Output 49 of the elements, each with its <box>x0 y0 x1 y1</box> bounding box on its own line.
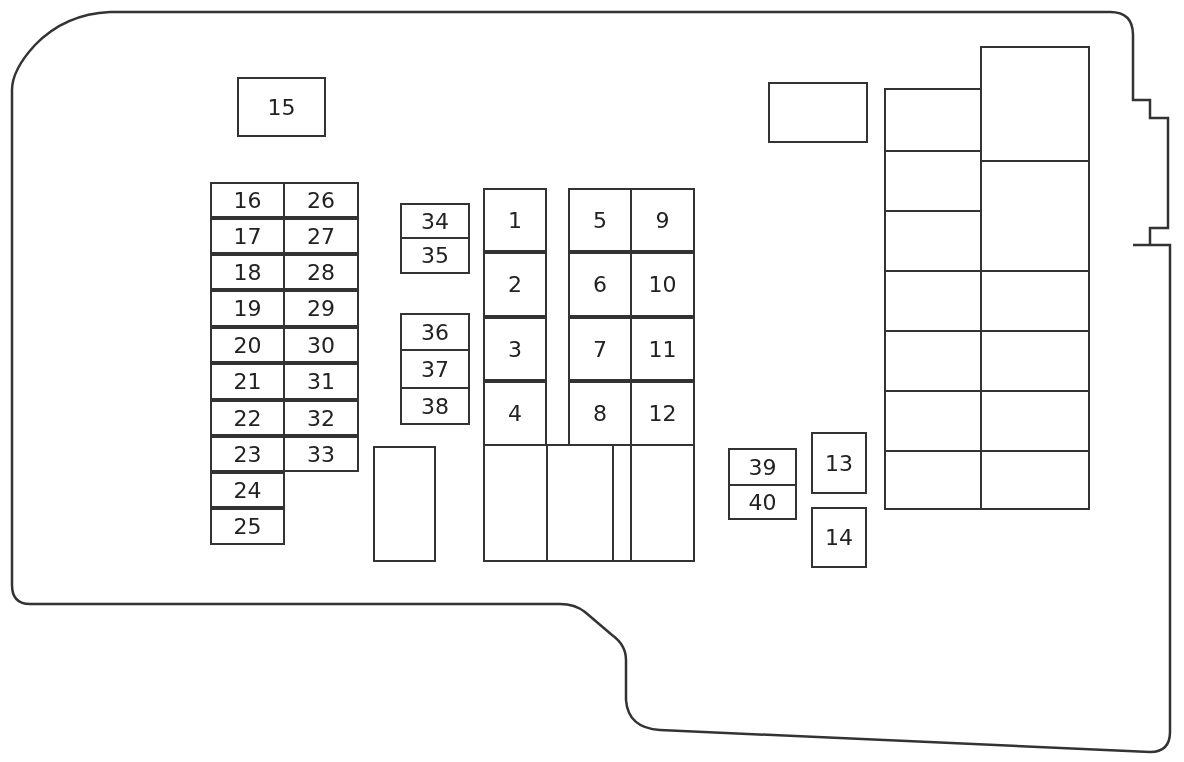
fuse-slot: 3 <box>483 317 547 381</box>
fuse-slot: 29 <box>283 290 359 327</box>
fuse-slot: 25 <box>210 508 285 545</box>
fuse-slot: 27 <box>283 218 359 254</box>
fuse-slot: 19 <box>210 290 285 327</box>
fuse-slot: 16 <box>210 182 285 218</box>
fuse-slot: 20 <box>210 327 285 363</box>
fuse-slot: 1 <box>483 188 547 252</box>
relay-slot <box>630 444 695 562</box>
fuse-slot: 23 <box>210 436 285 472</box>
fuse-slot: 38 <box>400 387 470 425</box>
relay-slot <box>980 450 1090 510</box>
fuse-slot: 5 <box>568 188 632 252</box>
fuse-slot: 15 <box>237 77 326 137</box>
fuse-slot: 9 <box>630 188 695 252</box>
relay-slot <box>980 46 1090 162</box>
fuse-slot: 31 <box>283 363 359 400</box>
fuse-slot: 35 <box>400 237 470 274</box>
fuse-slot: 36 <box>400 313 470 351</box>
fuse-slot: 22 <box>210 400 285 436</box>
fuse-slot: 18 <box>210 254 285 290</box>
fuse-slot: 21 <box>210 363 285 400</box>
fuse-slot: 11 <box>630 317 695 381</box>
fuse-slot: 33 <box>283 436 359 472</box>
fuse-slot: 24 <box>210 472 285 508</box>
fuse-slot: 30 <box>283 327 359 363</box>
fuse-slot: 10 <box>630 252 695 317</box>
fuse-slot: 4 <box>483 381 547 446</box>
fuse-slot: 13 <box>811 432 867 494</box>
fuse-slot: 40 <box>728 484 797 520</box>
relay-slot <box>373 446 436 562</box>
fuse-slot: 28 <box>283 254 359 290</box>
relay-slot <box>884 88 982 152</box>
fuse-slot: 39 <box>728 448 797 486</box>
fuse-slot: 12 <box>630 381 695 446</box>
relay-slot <box>884 450 982 510</box>
fuse-slot: 37 <box>400 349 470 389</box>
relay-slot <box>768 82 868 143</box>
fuse-slot: 34 <box>400 203 470 239</box>
relay-slot <box>546 444 614 562</box>
fuse-slot: 17 <box>210 218 285 254</box>
relay-slot <box>483 444 548 562</box>
fuse-slot: 8 <box>568 381 632 446</box>
fuse-slot: 7 <box>568 317 632 381</box>
fuse-slot: 26 <box>283 182 359 218</box>
fuse-slot: 6 <box>568 252 632 317</box>
fuse-slot: 32 <box>283 400 359 436</box>
fuse-slot: 14 <box>811 507 867 568</box>
fuse-slot: 2 <box>483 252 547 317</box>
